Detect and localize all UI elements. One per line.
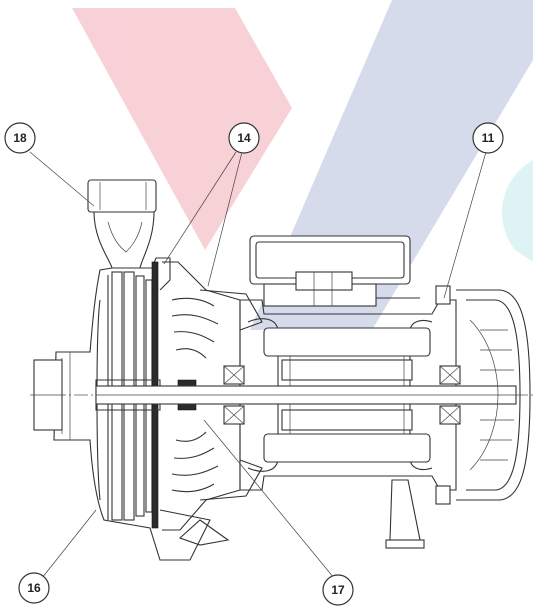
- leader-lines: [29, 151, 487, 579]
- motor-feet: [385, 479, 425, 549]
- callout-14: 14: [228, 122, 260, 154]
- pump-casing: [33, 257, 211, 561]
- motor-housing: [239, 299, 457, 491]
- discharge-nozzle: [87, 179, 157, 269]
- callout-11: 11: [472, 122, 504, 154]
- callout-17: 17: [322, 574, 354, 606]
- watermark-red-shape: [72, 8, 292, 250]
- callout-17-label: 17: [331, 583, 345, 597]
- callout-14-label: 14: [237, 131, 251, 145]
- watermark-cyan-arc: [501, 160, 533, 262]
- fan-cover: [435, 285, 531, 505]
- shaft: [95, 385, 517, 405]
- terminal-box: [249, 235, 420, 307]
- callout-16-label: 16: [27, 581, 41, 595]
- callout-11-label: 11: [482, 131, 495, 145]
- callout-16: 16: [18, 572, 50, 604]
- callout-18-label: 18: [13, 131, 27, 145]
- bearings: [223, 365, 461, 425]
- callout-18: 18: [4, 122, 36, 154]
